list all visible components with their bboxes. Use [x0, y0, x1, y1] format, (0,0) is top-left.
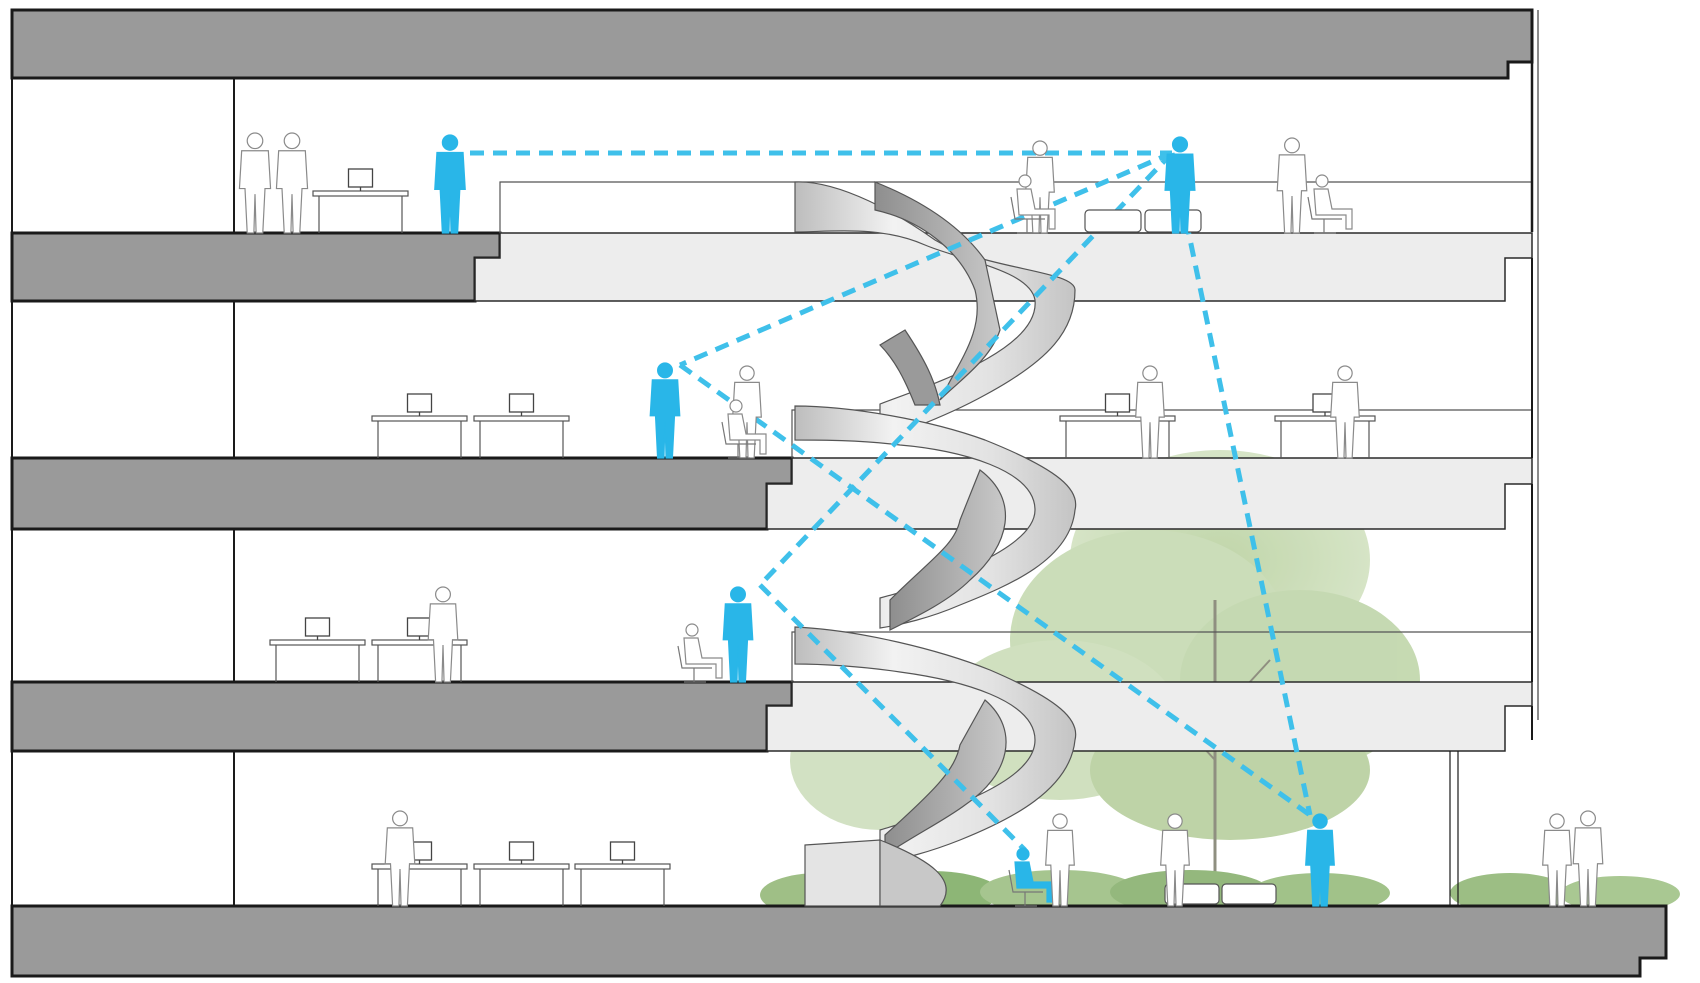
- person-highlight-icon: [1164, 136, 1196, 234]
- chair-icon: [1307, 174, 1353, 234]
- person-outline-icon: [1045, 813, 1075, 907]
- chair-icon: [677, 623, 723, 683]
- person-outline-icon: [275, 132, 309, 234]
- person-outline-icon: [1276, 137, 1308, 234]
- desk-icon: [312, 168, 409, 233]
- desk-icon: [371, 617, 468, 682]
- chair-icon: [721, 399, 767, 459]
- roof-slab: [10, 8, 1534, 80]
- ground-slab: [10, 904, 1668, 978]
- monitor-icon: [406, 393, 433, 416]
- desk-icon: [473, 841, 570, 906]
- desk-icon: [269, 617, 366, 682]
- monitor-icon: [1104, 393, 1131, 416]
- monitor-icon: [508, 841, 535, 864]
- people: [238, 132, 1604, 907]
- desk-icon: [371, 393, 468, 458]
- person-highlight-icon: [1008, 847, 1054, 907]
- person-outline-icon: [384, 810, 416, 907]
- monitor-icon: [508, 393, 535, 416]
- person-outline-icon: [1330, 365, 1360, 459]
- slab-level-3: [10, 456, 794, 531]
- person-outline-icon: [427, 586, 459, 683]
- monitor-icon: [347, 168, 374, 191]
- bench-icon: [1221, 883, 1277, 905]
- person-outline-icon: [1160, 813, 1190, 907]
- slab-level-2: [10, 680, 794, 753]
- spiral-stair-icon: [794, 181, 1077, 907]
- chair-icon: [1010, 174, 1056, 234]
- person-highlight-icon: [1305, 813, 1335, 907]
- desk-icon: [574, 841, 671, 906]
- monitor-icon: [406, 617, 433, 640]
- person-highlight-icon: [434, 134, 466, 234]
- desk-icon: [1059, 393, 1176, 458]
- person-outline-icon: [1572, 810, 1604, 907]
- person-outline-icon: [238, 132, 272, 234]
- slab-level-4: [10, 231, 502, 303]
- person-highlight-icon: [722, 586, 754, 683]
- sofa-icon: [1084, 209, 1142, 233]
- structure: [10, 8, 1668, 978]
- monitor-icon: [609, 841, 636, 864]
- desk-icon: [473, 393, 570, 458]
- person-outline-icon: [1542, 813, 1572, 907]
- walls: [11, 10, 1539, 906]
- person-highlight-icon: [649, 362, 681, 459]
- monitor-icon: [304, 617, 331, 640]
- desk-icon: [1274, 393, 1376, 458]
- person-outline-icon: [1135, 365, 1165, 459]
